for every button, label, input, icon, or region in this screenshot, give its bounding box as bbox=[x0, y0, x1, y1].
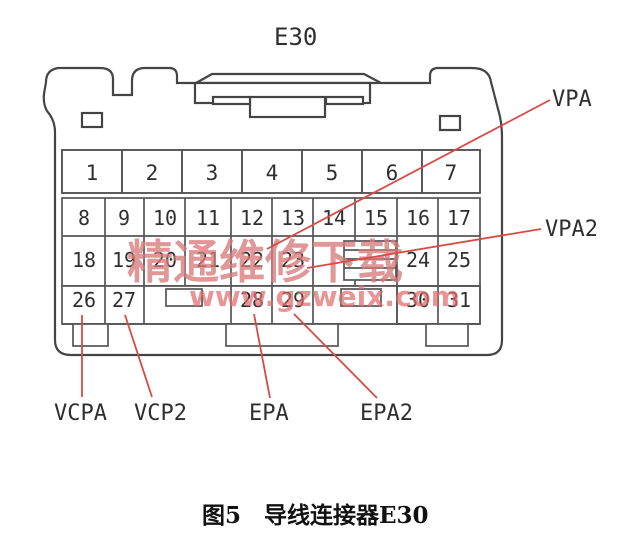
pin-8: 8 bbox=[78, 206, 90, 230]
callout-vcp2: VCP2 bbox=[134, 401, 187, 426]
pin-27: 27 bbox=[112, 288, 136, 312]
pin-5: 5 bbox=[326, 161, 339, 185]
pin-16: 16 bbox=[406, 206, 430, 230]
pin-1: 1 bbox=[86, 161, 99, 185]
pin-labels: 1 2 3 4 5 6 7 8 9 10 11 12 13 14 15 16 1… bbox=[72, 161, 471, 312]
connector-middle-grid bbox=[61, 197, 481, 287]
callout-vcpa: VCPA bbox=[54, 401, 107, 426]
watermark: 精通维修下载 www.gzweix.com bbox=[127, 235, 460, 313]
callout-vpa2: VPA2 bbox=[545, 217, 598, 242]
pin-19: 19 bbox=[112, 248, 136, 272]
pin-31: 31 bbox=[447, 288, 471, 312]
pin-4: 4 bbox=[266, 161, 279, 185]
pin-18: 18 bbox=[72, 248, 96, 272]
pin-22: 22 bbox=[240, 248, 264, 272]
watermark-cn: 精通维修下载 bbox=[127, 235, 403, 289]
pin-21: 21 bbox=[196, 248, 220, 272]
pin-20: 20 bbox=[153, 248, 177, 272]
pin-25: 25 bbox=[447, 248, 471, 272]
pin-26: 26 bbox=[72, 288, 96, 312]
connector-row-1 bbox=[61, 149, 481, 194]
pin-9: 9 bbox=[118, 206, 130, 230]
pin-6: 6 bbox=[386, 161, 399, 185]
callout-labels: VPA VPA2 VCPA VCP2 EPA EPA2 bbox=[54, 87, 598, 426]
pin-7: 7 bbox=[445, 161, 458, 185]
pin-12: 12 bbox=[240, 206, 264, 230]
pin-2: 2 bbox=[146, 161, 159, 185]
pin-13: 13 bbox=[281, 206, 305, 230]
pin-11: 11 bbox=[196, 206, 220, 230]
pin-30: 30 bbox=[406, 288, 430, 312]
callout-epa2: EPA2 bbox=[360, 401, 413, 426]
pin-23: 23 bbox=[281, 248, 305, 272]
pin-24: 24 bbox=[406, 248, 430, 272]
watermark-url: www.gzweix.com bbox=[189, 280, 460, 313]
pin-10: 10 bbox=[153, 206, 177, 230]
callout-lines bbox=[81, 99, 551, 399]
diagram-title: E30 bbox=[274, 23, 317, 51]
pin-28: 28 bbox=[240, 288, 264, 312]
pin-17: 17 bbox=[447, 206, 471, 230]
pin-29: 29 bbox=[281, 288, 305, 312]
callout-epa: EPA bbox=[249, 401, 289, 426]
pin-15: 15 bbox=[364, 206, 388, 230]
pin-3: 3 bbox=[206, 161, 219, 185]
figure-caption: 图5 导线连接器E30 bbox=[202, 502, 429, 529]
callout-vpa: VPA bbox=[552, 87, 592, 112]
